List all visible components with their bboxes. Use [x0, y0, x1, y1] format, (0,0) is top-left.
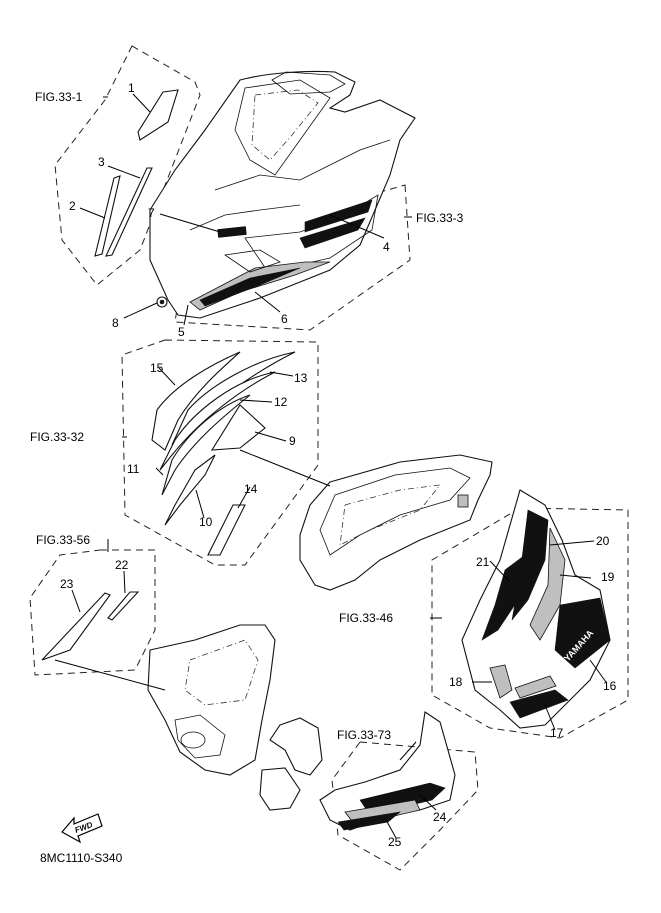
- decal-stripe-upper: [304, 199, 373, 233]
- grommet-bolt-inner: [159, 299, 165, 305]
- side-cover-group: [299, 454, 493, 591]
- decal-part-23: [41, 592, 111, 661]
- callout-20: 20: [596, 534, 610, 548]
- under-cowl-bracket-2: [259, 767, 301, 811]
- callout-15: 15: [150, 361, 164, 375]
- fig-33-56-boundary: [29, 549, 156, 676]
- fwd-arrow-icon: [61, 813, 103, 844]
- side-cover-body: [299, 454, 493, 591]
- windscreen-inner: [251, 89, 319, 161]
- callout-13: 13: [294, 371, 308, 385]
- callout-2: 2: [69, 199, 76, 213]
- under-cowl-bracket: [269, 717, 323, 776]
- headlight-opening: [223, 249, 281, 273]
- callout-17: 17: [550, 726, 564, 740]
- callout-25: 25: [388, 835, 402, 849]
- callout-14: 14: [244, 482, 258, 496]
- under-cowl-group: [259, 711, 479, 871]
- decal-part-18: [489, 664, 513, 699]
- fig-ref-33-56: FIG.33-56: [36, 533, 90, 547]
- callout-6: 6: [281, 312, 288, 326]
- side-stripe-lower-black: [199, 267, 301, 307]
- callout-8: 8: [112, 316, 119, 330]
- middle-decal-group: [121, 339, 319, 566]
- decal-part-12: [159, 371, 276, 471]
- decal-part-14: [207, 504, 246, 556]
- yamaha-badge: [554, 597, 611, 669]
- figure-references: FIG.33-1 FIG.33-3 FIG.33-32 FIG.33-56 FI…: [30, 90, 464, 742]
- callout-19: 19: [601, 570, 615, 584]
- callout-22: 22: [115, 558, 129, 572]
- decal-part-2: [94, 175, 121, 257]
- front-cowl-body: [149, 70, 416, 319]
- inner-side-cowl-hole: [180, 731, 206, 749]
- emblem-badge: [217, 226, 247, 238]
- decal-part-19: [529, 527, 566, 641]
- diagram-code: 8MC1110-S340: [40, 851, 123, 865]
- callout-11: 11: [127, 462, 140, 476]
- side-cover-tab: [457, 494, 469, 508]
- fig-ref-33-3: FIG.33-3: [416, 211, 464, 225]
- fig-ref-33-32: FIG.33-32: [30, 430, 84, 444]
- side-cover-ghost: [339, 484, 441, 546]
- side-cover-inner: [319, 467, 471, 556]
- decal-part-17-b: [514, 675, 557, 699]
- fig-ref-33-1: FIG.33-1: [35, 90, 83, 104]
- decal-part-10: [164, 454, 216, 526]
- decal-part-3: [105, 167, 153, 257]
- fig-33-32-boundary: [121, 339, 319, 566]
- left-side-panel-group: [29, 549, 276, 776]
- inner-side-cowl-detail: [174, 714, 226, 759]
- callout-18: 18: [449, 675, 463, 689]
- fig-33-46-boundary: [431, 507, 629, 739]
- callout-24: 24: [433, 810, 447, 824]
- decal-part-11: [161, 394, 251, 496]
- callout-3: 3: [98, 155, 105, 169]
- right-side-panel-group: YAMAHA: [431, 489, 629, 739]
- callout-4: 4: [383, 240, 390, 254]
- callout-labels: 1 3 2 7 4 8 5 6 15 13 12 9 11 14 10 20 2…: [60, 81, 617, 849]
- inner-side-cowl: [147, 624, 276, 776]
- decal-part-25-b: [337, 811, 402, 831]
- callout-23: 23: [60, 577, 74, 591]
- fig-ref-33-73: FIG.33-73: [337, 728, 391, 742]
- callout-16: 16: [603, 679, 617, 693]
- decal-part-17: [509, 689, 569, 719]
- decal-stripe-mid: [299, 217, 366, 249]
- callout-1: 1: [128, 81, 135, 95]
- callout-21: 21: [476, 555, 490, 569]
- fig-ref-33-46: FIG.33-46: [339, 611, 393, 625]
- decal-part-1: [137, 89, 179, 141]
- callout-5: 5: [178, 325, 185, 339]
- callout-9: 9: [289, 434, 296, 448]
- fig-33-73-boundary: [331, 741, 479, 871]
- decal-part-22: [107, 591, 140, 621]
- callout-12: 12: [274, 395, 288, 409]
- callout-7: 7: [148, 206, 155, 220]
- decal-part-9: [210, 404, 266, 451]
- callout-10: 10: [199, 515, 213, 529]
- front-cowl-group: [54, 45, 416, 331]
- cowl-inner-detail-2: [189, 204, 301, 231]
- cowl-inner-detail: [214, 139, 391, 191]
- meter-visor: [271, 71, 346, 95]
- fig-33-1-boundary: [54, 45, 201, 286]
- leader-lines: [54, 93, 607, 839]
- decal-part-15: [151, 351, 241, 451]
- fwd-indicator: FWD: [61, 813, 103, 844]
- decal-part-21: [481, 554, 526, 641]
- windscreen-outline: [234, 79, 331, 176]
